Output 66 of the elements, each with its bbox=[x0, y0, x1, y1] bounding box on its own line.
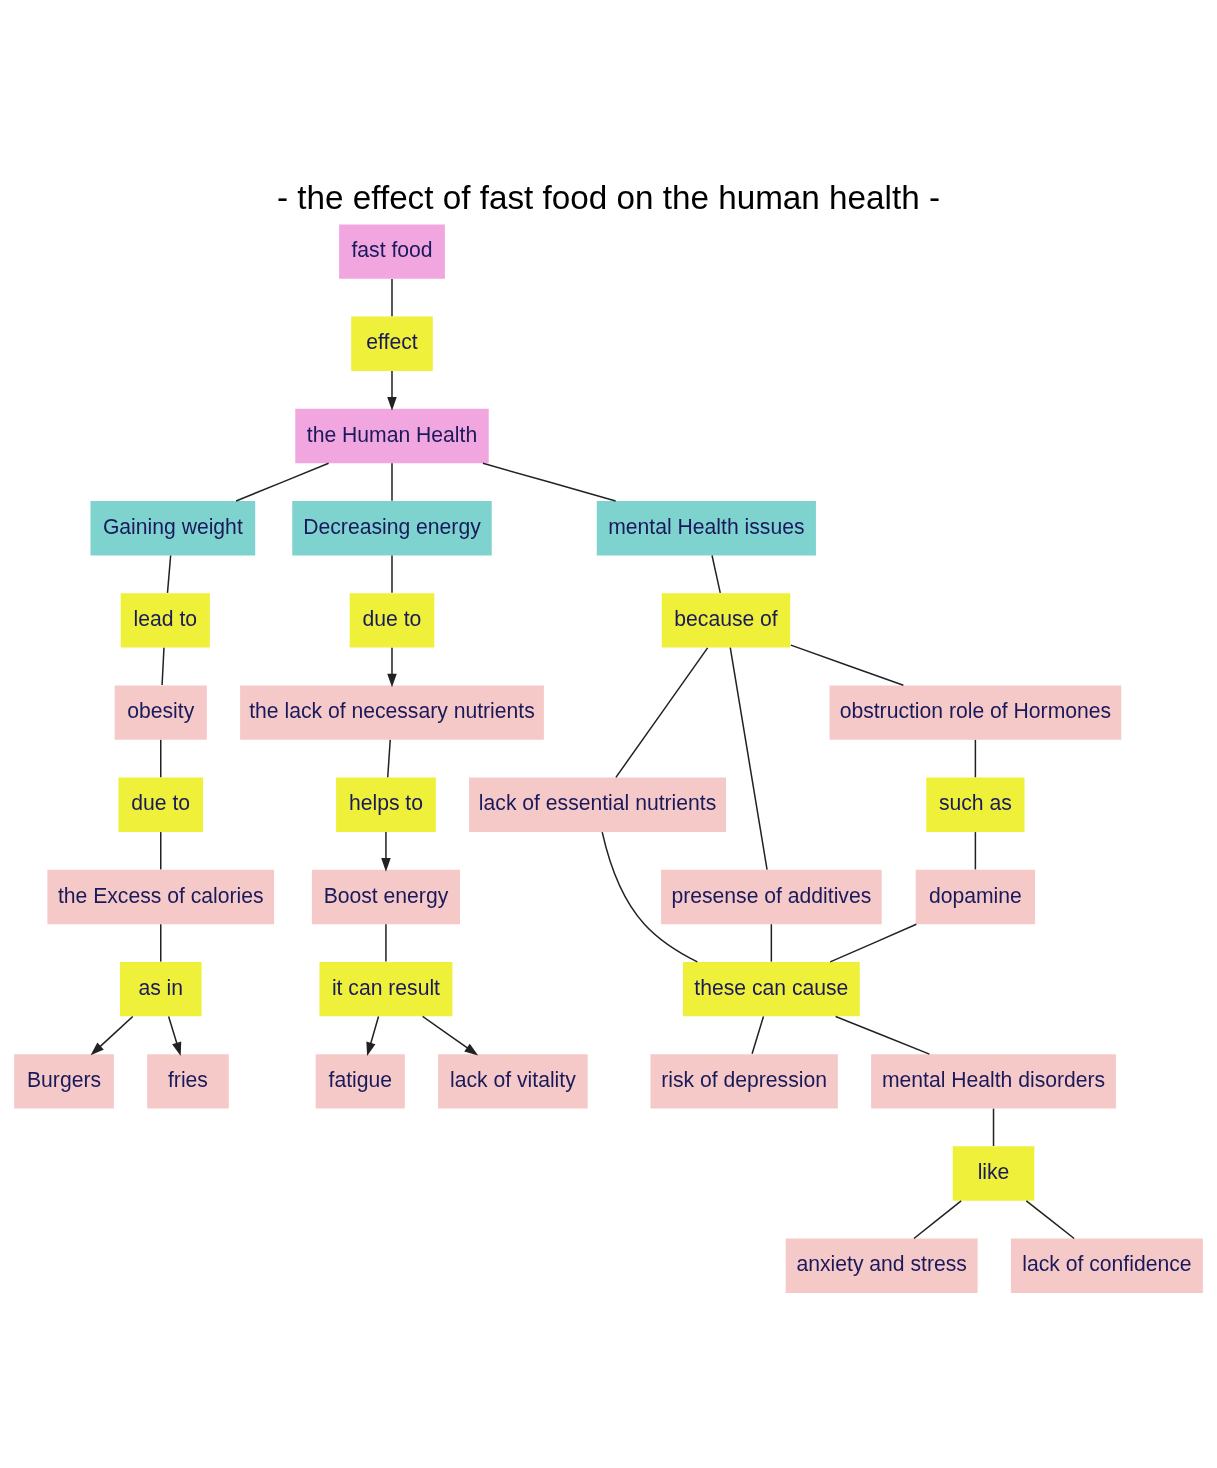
connector bbox=[913, 1199, 962, 1239]
node-box: because of bbox=[661, 592, 791, 648]
node-box: as in bbox=[119, 961, 202, 1016]
connector bbox=[391, 462, 393, 501]
connector bbox=[790, 643, 905, 686]
arrow bbox=[421, 1015, 479, 1055]
arrow bbox=[387, 646, 397, 687]
node-box: like bbox=[952, 1145, 1035, 1201]
connector bbox=[482, 462, 617, 502]
connector bbox=[391, 277, 393, 317]
node-box: the lack of necessary nutrients bbox=[240, 684, 544, 740]
connector bbox=[729, 646, 768, 870]
connector bbox=[770, 923, 773, 962]
connector bbox=[974, 830, 977, 870]
connector bbox=[385, 923, 387, 962]
node-box: fast food bbox=[339, 223, 445, 279]
connector bbox=[160, 923, 162, 962]
connector bbox=[1025, 1199, 1075, 1239]
node-box: the Human Health bbox=[295, 408, 489, 463]
node-box: it can result bbox=[319, 961, 453, 1016]
node-box: mental Health disorders bbox=[871, 1053, 1116, 1109]
connector bbox=[386, 738, 391, 778]
connector bbox=[160, 830, 162, 870]
diagram-title: - the effect of fast food on the human health - bbox=[277, 178, 940, 216]
connector bbox=[834, 1015, 931, 1055]
node-box: mental Health issues bbox=[596, 500, 816, 555]
connector bbox=[161, 646, 165, 686]
arrow bbox=[167, 1015, 182, 1056]
node-box: such as bbox=[926, 777, 1025, 832]
node-box: due to bbox=[349, 592, 435, 648]
node-box: Decreasing energy bbox=[292, 500, 492, 555]
connector bbox=[166, 554, 172, 594]
node-box: risk of depression bbox=[650, 1053, 838, 1109]
node-box: anxiety and stress bbox=[785, 1238, 978, 1293]
node-box: lack of vitality bbox=[438, 1053, 588, 1109]
connector bbox=[160, 738, 162, 778]
arrow bbox=[90, 1015, 134, 1055]
node-box: fries bbox=[147, 1053, 229, 1109]
connector bbox=[615, 646, 709, 778]
node-box: fatigue bbox=[315, 1053, 405, 1109]
node-box: lack of essential nutrients bbox=[469, 777, 726, 832]
connector bbox=[829, 923, 918, 963]
arrow bbox=[366, 1015, 380, 1056]
node-box: obesity bbox=[114, 684, 207, 740]
connector bbox=[974, 738, 977, 778]
node-box: due to bbox=[118, 777, 204, 832]
node-box: Gaining weight bbox=[90, 500, 256, 555]
node-box: presense of additives bbox=[661, 869, 882, 924]
connector bbox=[601, 830, 699, 963]
node-box: Burgers bbox=[14, 1053, 114, 1109]
node-box: these can cause bbox=[682, 961, 860, 1016]
connector bbox=[391, 554, 393, 594]
node-box: obstruction role of Hormones bbox=[829, 684, 1122, 740]
connector bbox=[751, 1015, 765, 1055]
connector bbox=[711, 554, 722, 594]
connector bbox=[235, 462, 330, 502]
node-box: lead to bbox=[120, 592, 210, 648]
node-box: lack of confidence bbox=[1010, 1238, 1203, 1293]
node-box: effect bbox=[351, 316, 433, 371]
arrow bbox=[381, 830, 391, 872]
node-box: helps to bbox=[336, 777, 436, 832]
node-box: the Excess of calories bbox=[47, 869, 275, 924]
node-box: Boost energy bbox=[311, 869, 460, 924]
arrow bbox=[387, 369, 397, 411]
node-box: dopamine bbox=[915, 869, 1036, 924]
connector bbox=[992, 1107, 995, 1147]
